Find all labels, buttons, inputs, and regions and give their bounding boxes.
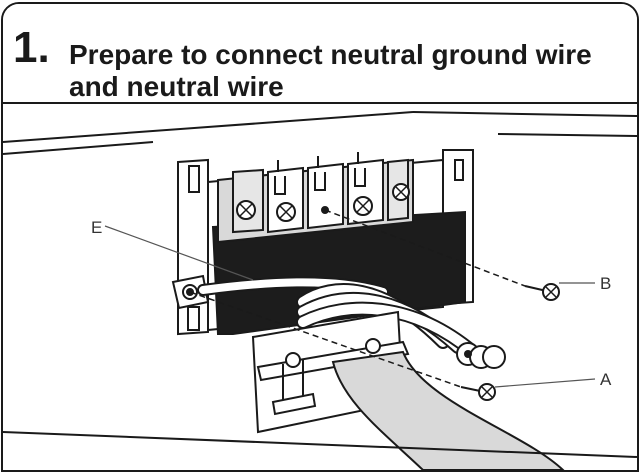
callout-a: A: [600, 370, 612, 389]
callout-b: B: [600, 274, 611, 293]
step-title: Prepare to connect neutral ground wire a…: [69, 39, 592, 102]
screw-b: [524, 283, 560, 301]
callout-leaders: [104, 225, 596, 388]
callout-e: E: [91, 218, 102, 237]
wiring-illustration: E B A: [3, 111, 637, 470]
guide-lines: [189, 209, 526, 388]
step-header: 1. Prepare to connect neutral ground wir…: [3, 4, 637, 104]
step-number: 1.: [13, 23, 50, 72]
floor-line: [3, 431, 637, 458]
terminal-block: [217, 152, 414, 244]
back-panel: [3, 111, 637, 155]
power-cord-wires: [296, 283, 506, 369]
screw-a: [460, 383, 496, 401]
